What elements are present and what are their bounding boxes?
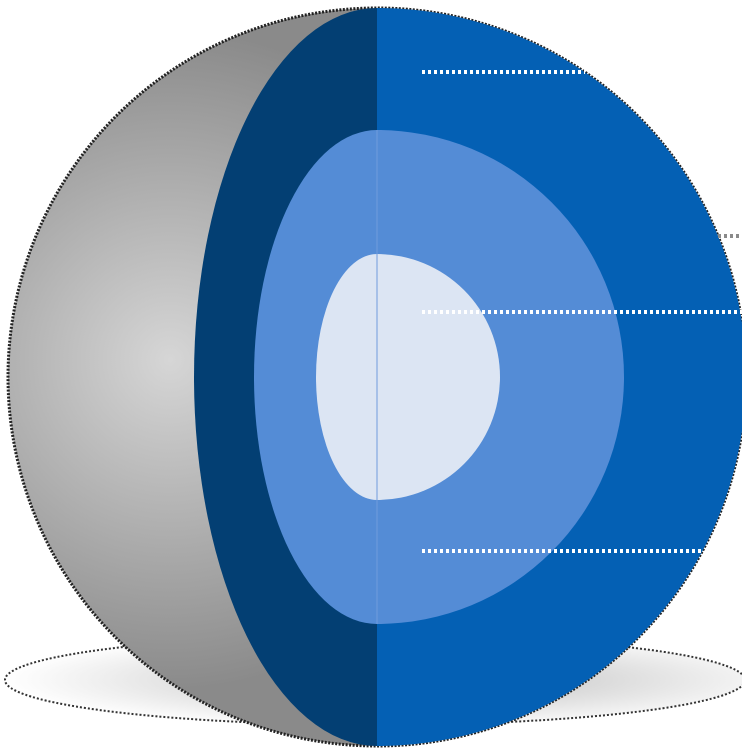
diagram-canvas [0,0,742,749]
sphere-cutaway-diagram [0,0,742,749]
